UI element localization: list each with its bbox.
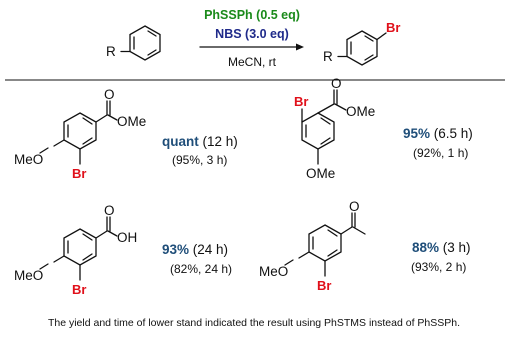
ex1-yield-time: (12 h) [199, 134, 238, 149]
ex2-yield-time: (6.5 h) [430, 126, 473, 141]
ex1-methoxy: MeO [14, 152, 43, 167]
product-br-label: Br [386, 20, 400, 35]
reaction-arrow [199, 43, 304, 51]
ex2-yield: 95% (6.5 h) [403, 126, 473, 141]
ex1-yield-value: quant [162, 134, 199, 149]
ex4-yield-value: 88% [412, 240, 439, 255]
ex3-yield-value: 93% [162, 242, 189, 257]
product-r-label: R [323, 49, 333, 64]
ex3-bromo: Br [72, 282, 86, 297]
ex4-methoxy: MeO [259, 264, 288, 279]
ex4-yield: 88% (3 h) [412, 240, 471, 255]
conditions-solvent: MeCN, rt [228, 55, 277, 69]
ex3-methoxy: MeO [14, 268, 43, 283]
ex2-bromo: Br [294, 94, 308, 109]
ex2-carbonyl-o: O [331, 76, 342, 91]
ex1-bromo: Br [72, 166, 86, 181]
ex2-methoxy: OMe [306, 166, 335, 181]
example-3-structure [39, 216, 118, 281]
ex1-alt-result: (95%, 3 h) [172, 153, 227, 167]
ex1-yield: quant (12 h) [162, 134, 238, 149]
ex3-yield: 93% (24 h) [162, 242, 228, 257]
ex1-carbonyl-o: O [104, 87, 115, 102]
ex2-alt-result: (92%, 1 h) [413, 146, 468, 160]
example-4-structure [284, 212, 366, 277]
example-1-structure [39, 100, 118, 165]
ex1-ester-ome: OMe [117, 114, 146, 129]
ex3-yield-time: (24 h) [189, 242, 228, 257]
ex4-alt-result: (93%, 2 h) [411, 260, 466, 274]
ex4-carbonyl-o: O [349, 199, 360, 214]
ex3-acid-oh: OH [117, 230, 137, 245]
general-reaction: R PhSSPh (0.5 eq) NBS (3.0 eq) MeCN, rt … [106, 8, 400, 69]
reactant-r-label: R [106, 44, 116, 59]
footnote: The yield and time of lower stand indica… [48, 317, 460, 329]
reagent-phssph: PhSSPh (0.5 eq) [204, 8, 300, 22]
ex3-carbonyl-o: O [104, 203, 115, 218]
ex4-bromo: Br [317, 278, 331, 293]
ex2-ester-ome: OMe [346, 104, 375, 119]
ex3-alt-result: (82%, 24 h) [170, 262, 232, 276]
ex2-yield-value: 95% [403, 126, 430, 141]
reactant-benzene [120, 25, 161, 61]
example-2-structure [301, 89, 347, 165]
product-benzene [337, 30, 387, 66]
reagent-nbs: NBS (3.0 eq) [215, 27, 289, 41]
ex4-yield-time: (3 h) [439, 240, 471, 255]
